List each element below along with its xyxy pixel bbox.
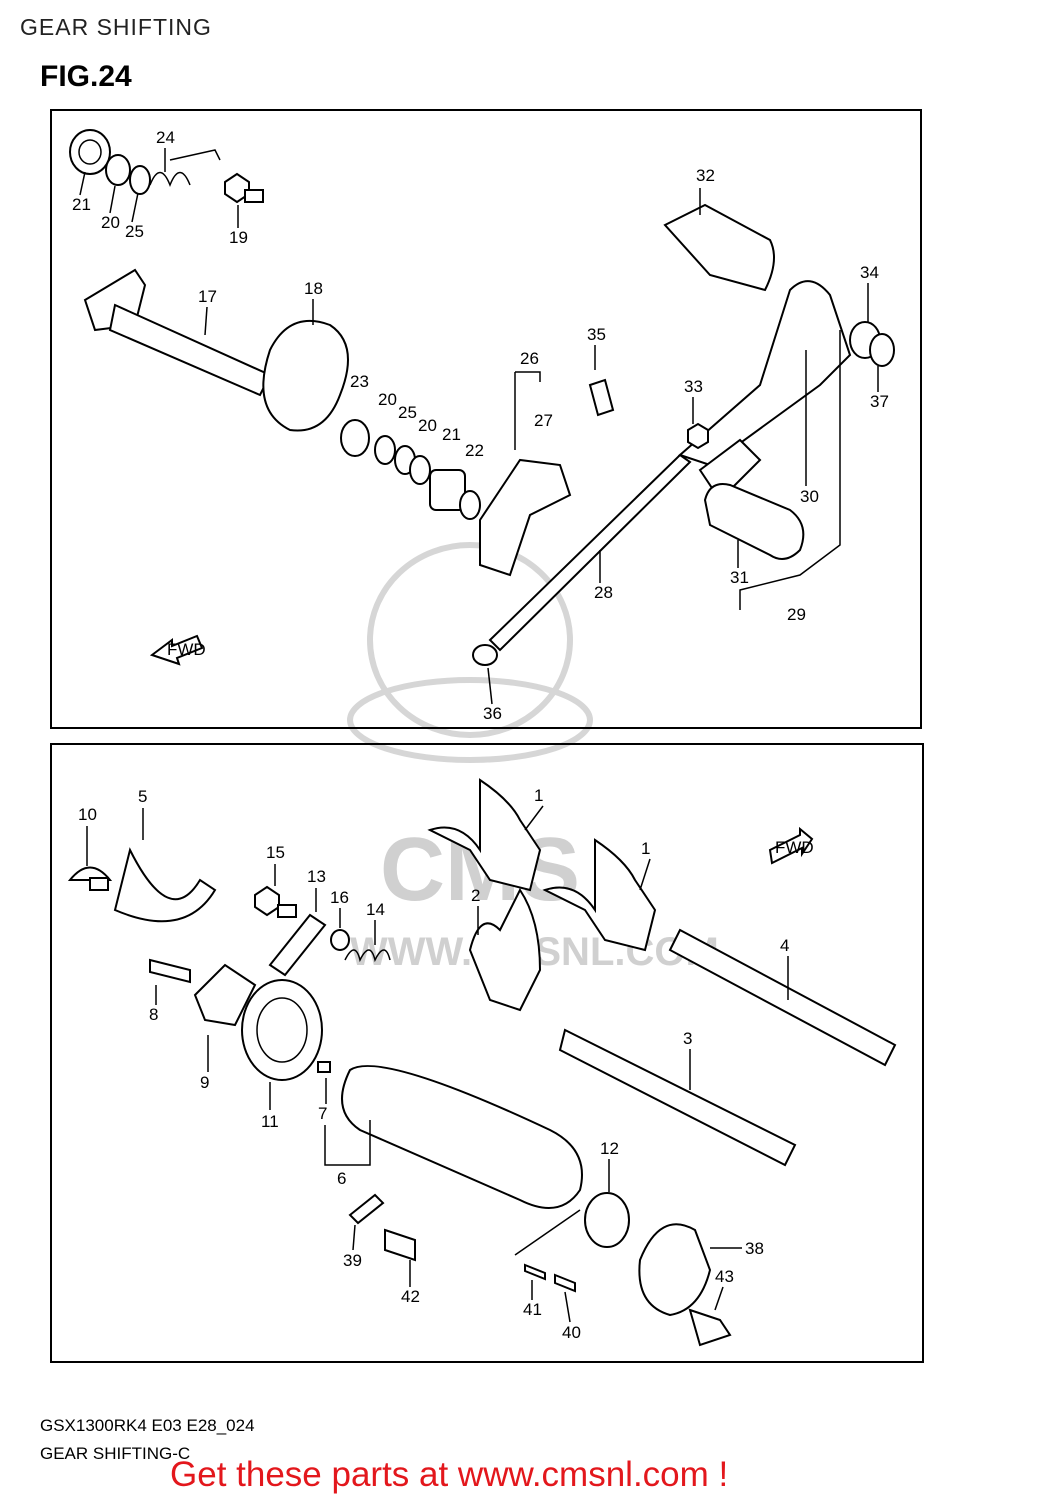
callout: 10: [78, 805, 97, 824]
callout: 35: [587, 325, 606, 344]
callout: 9: [200, 1073, 209, 1092]
callout: 21: [72, 195, 91, 214]
fwd-label-lower: FWD: [775, 838, 814, 857]
callout: 16: [330, 888, 349, 907]
callout: 39: [343, 1251, 362, 1270]
callout: 20: [378, 390, 397, 409]
callout: 6: [337, 1169, 346, 1188]
lower-assembly-frame: [50, 743, 924, 1363]
model-code: GSX1300RK4 E03 E28_024: [40, 1416, 255, 1435]
page-header: GEAR SHIFTING: [20, 14, 212, 40]
lower-assembly-parts: [67, 778, 897, 1347]
callout: 32: [696, 166, 715, 185]
callout: 25: [125, 222, 144, 241]
upper-callouts: 24 21 20 25 19 17 18 23 20 25 20 21 22 2…: [72, 128, 889, 723]
callout: 4: [780, 936, 789, 955]
callout: 2: [471, 886, 480, 905]
fwd-label-upper: FWD: [167, 640, 206, 659]
callout: 8: [149, 1005, 158, 1024]
callout: 24: [156, 128, 175, 147]
callout: 1: [534, 786, 543, 805]
callout: 43: [715, 1267, 734, 1286]
callout: 18: [304, 279, 323, 298]
callout: 20: [418, 416, 437, 435]
callout: 28: [594, 583, 613, 602]
callout: 14: [366, 900, 385, 919]
callout: 37: [870, 392, 889, 411]
cta-link[interactable]: Get these parts at www.cmsnl.com !: [170, 1455, 729, 1494]
upper-leaders: [79, 148, 879, 705]
callout: 33: [684, 377, 703, 396]
callout: 11: [261, 1112, 279, 1131]
lower-callouts: 10 5 15 13 16 14 8 9 11 7 6 1 2 1 4 3 12…: [78, 786, 789, 1342]
callout: 29: [787, 605, 806, 624]
callout: 15: [266, 843, 285, 862]
callout: 36: [483, 704, 502, 723]
callout: 42: [401, 1287, 420, 1306]
callout: 31: [730, 568, 749, 587]
callout: 7: [318, 1104, 327, 1123]
callout: 27: [534, 411, 553, 430]
callout: 26: [520, 349, 539, 368]
callout: 34: [860, 263, 879, 282]
callout: 22: [465, 441, 484, 460]
callout: 5: [138, 787, 147, 806]
callout: 30: [800, 487, 819, 506]
upper-assembly-parts: [69, 129, 895, 666]
lower-leaders: [86, 805, 789, 1323]
upper-assembly-frame: [50, 109, 922, 729]
figure-label: FIG.24: [40, 60, 132, 93]
callout: 23: [350, 372, 369, 391]
callout: 25: [398, 403, 417, 422]
callout: 40: [562, 1323, 581, 1342]
callout: 17: [198, 287, 217, 306]
callout: 12: [600, 1139, 619, 1158]
callout: 41: [523, 1300, 542, 1319]
callout: 1: [641, 839, 650, 858]
callout: 20: [101, 213, 120, 232]
callout: 38: [745, 1239, 764, 1258]
callout: 19: [229, 228, 248, 247]
callout: 21: [442, 425, 461, 444]
footer-caption: GEAR SHIFTING-C: [40, 1444, 191, 1463]
callout: 3: [683, 1029, 692, 1048]
callout: 13: [307, 867, 326, 886]
